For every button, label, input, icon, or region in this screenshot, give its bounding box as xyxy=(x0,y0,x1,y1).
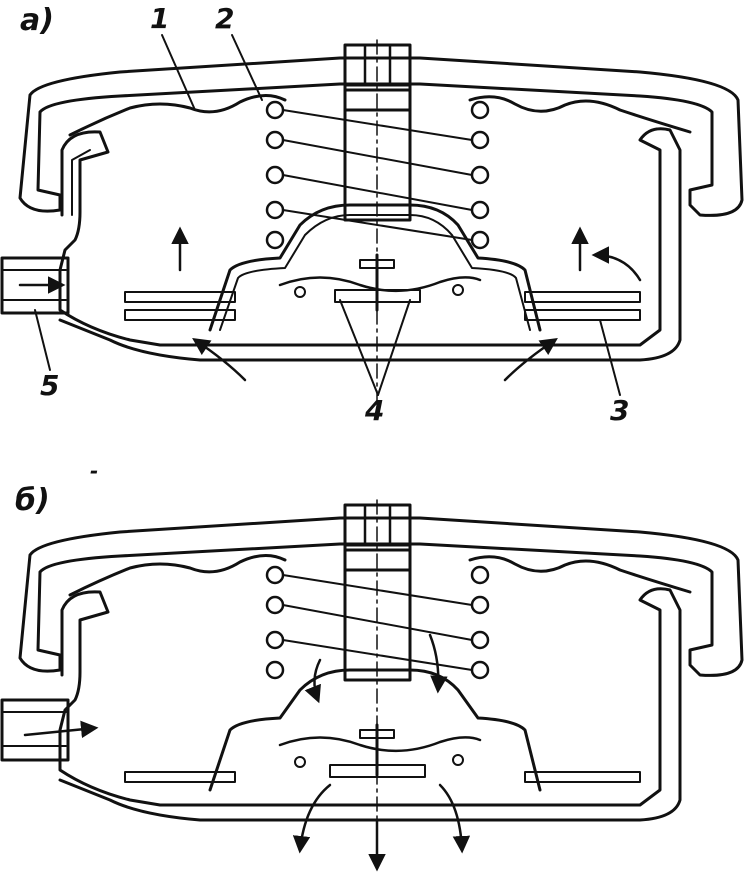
valve-stem-b xyxy=(343,499,412,861)
overflow-pipe-b xyxy=(0,698,99,762)
arrow-icon xyxy=(591,246,642,282)
arrow-icon xyxy=(428,633,448,694)
outer-cap-a xyxy=(18,56,744,217)
arrow-icon xyxy=(292,783,332,854)
callout-4: 4 xyxy=(364,394,384,427)
panel-a: а) xyxy=(0,2,744,427)
panel-a-label: а) xyxy=(20,3,54,38)
flow-arrows-a xyxy=(171,226,642,382)
filler-neck-b xyxy=(58,587,682,822)
arrow-icon xyxy=(192,338,247,382)
callout-3: 3 xyxy=(610,394,629,427)
pressure-valve-a xyxy=(124,203,641,332)
callouts-a: 1 2 5 4 3 xyxy=(34,2,629,427)
panel-b-label: б) xyxy=(15,483,50,518)
callout-5: 5 xyxy=(40,369,59,402)
arrow-icon xyxy=(304,658,322,704)
diaphragm-b xyxy=(68,554,692,597)
filler-neck-a xyxy=(58,127,682,362)
arrow-icon xyxy=(503,338,558,382)
callout-1: 1 xyxy=(150,2,169,35)
panel-b: б) - xyxy=(0,459,744,872)
flow-arrows-b xyxy=(292,633,471,872)
diaphragm-a xyxy=(68,94,692,137)
callout-2: 2 xyxy=(215,2,234,35)
svg-text:-: - xyxy=(90,459,98,483)
arrow-icon xyxy=(23,720,99,739)
valve-stem-a xyxy=(343,39,412,401)
overflow-pipe-a xyxy=(0,256,70,315)
outer-cap-b xyxy=(18,516,744,677)
pressure-valve-b xyxy=(124,668,641,792)
arrow-icon xyxy=(438,783,471,854)
